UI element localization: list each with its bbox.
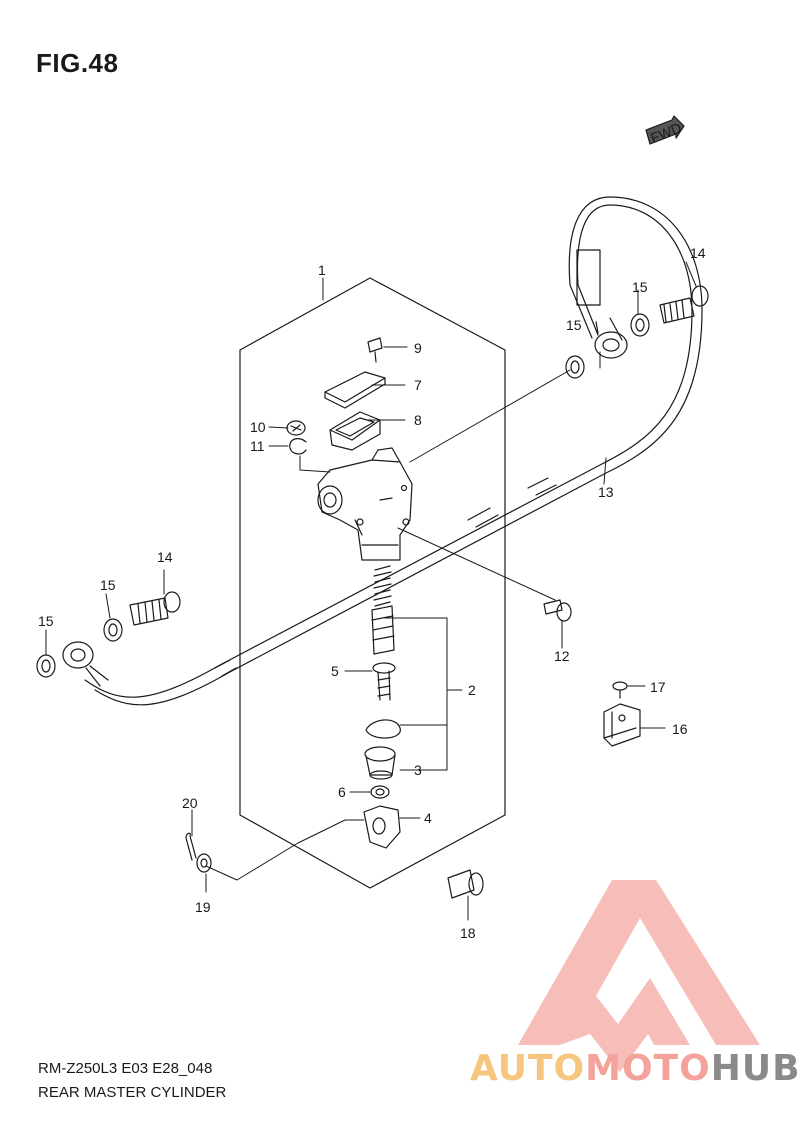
hose-guide-bracket	[603, 703, 641, 747]
washer	[103, 618, 123, 642]
triangle-m-logo-icon	[518, 880, 760, 1072]
callout-20: 20	[182, 795, 198, 811]
callout-7: 7	[414, 377, 422, 393]
forward-direction-badge	[645, 115, 685, 145]
washer	[36, 654, 56, 678]
reservoir-float	[286, 420, 306, 436]
pushrod-clevis	[363, 805, 401, 849]
callout-13: 13	[598, 484, 614, 500]
callout-6: 6	[338, 784, 346, 800]
washer	[565, 355, 585, 379]
banjo-bolt-lower	[129, 591, 181, 626]
banjo-bolt-upper	[659, 285, 709, 324]
piston-spring	[373, 565, 392, 607]
callout-12: 12	[554, 648, 570, 664]
reservoir-cap-screw	[367, 337, 383, 363]
pushrod	[372, 662, 396, 701]
callout-15-a: 15	[566, 317, 582, 333]
watermark-wordmark: AUTOMOTOHUB	[470, 1048, 800, 1089]
bracket-screw	[612, 681, 628, 699]
callout-15-c: 15	[100, 577, 116, 593]
watermark-auto: AUTO	[470, 1048, 586, 1089]
assembly-outline	[239, 277, 506, 889]
pushrod-nut	[370, 785, 390, 799]
callout-5: 5	[331, 663, 339, 679]
piston-assembly	[371, 605, 395, 655]
callout-15-d: 15	[38, 613, 54, 629]
float-circlip	[289, 438, 307, 455]
watermark-moto: MOTO	[585, 1048, 711, 1089]
callout-14-upper: 14	[690, 245, 706, 261]
callout-3: 3	[414, 762, 422, 778]
forward-badge-text: FWD	[648, 119, 684, 146]
callout-18: 18	[460, 925, 476, 941]
pushrod-circlip	[365, 719, 401, 739]
mounting-bolt	[543, 599, 572, 622]
part-group-name: REAR MASTER CYLINDER	[38, 1084, 227, 1101]
washer	[630, 313, 650, 337]
reservoir-diaphragm	[329, 411, 381, 451]
callout-2: 2	[468, 682, 476, 698]
figure-title: FIG.48	[36, 48, 119, 78]
callout-10: 10	[250, 419, 266, 435]
master-cylinder-body	[317, 447, 413, 561]
callout-17: 17	[650, 679, 666, 695]
pin-washer	[196, 853, 212, 873]
cotter-pin	[185, 832, 197, 861]
callout-14-lower: 14	[157, 549, 173, 565]
watermark-hub: HUB	[710, 1048, 800, 1089]
reservoir-cap	[324, 371, 386, 409]
callout-9: 9	[414, 340, 422, 356]
callout-labels: 1 2 3 4 5 6 7 8 9 10 11 12 13 14 14 15 1…	[38, 119, 706, 941]
callout-15-b: 15	[632, 279, 648, 295]
callout-11: 11	[250, 438, 265, 454]
model-code: RM-Z250L3 E03 E28_048	[38, 1060, 213, 1077]
clevis-pin	[447, 869, 484, 899]
callout-4: 4	[424, 810, 432, 826]
callout-19: 19	[195, 899, 211, 915]
callout-1: 1	[318, 262, 326, 278]
pushrod-boot	[364, 746, 396, 780]
callout-16: 16	[672, 721, 688, 737]
callout-8: 8	[414, 412, 422, 428]
leader-lines	[45, 261, 697, 921]
brake-hose	[62, 196, 703, 706]
